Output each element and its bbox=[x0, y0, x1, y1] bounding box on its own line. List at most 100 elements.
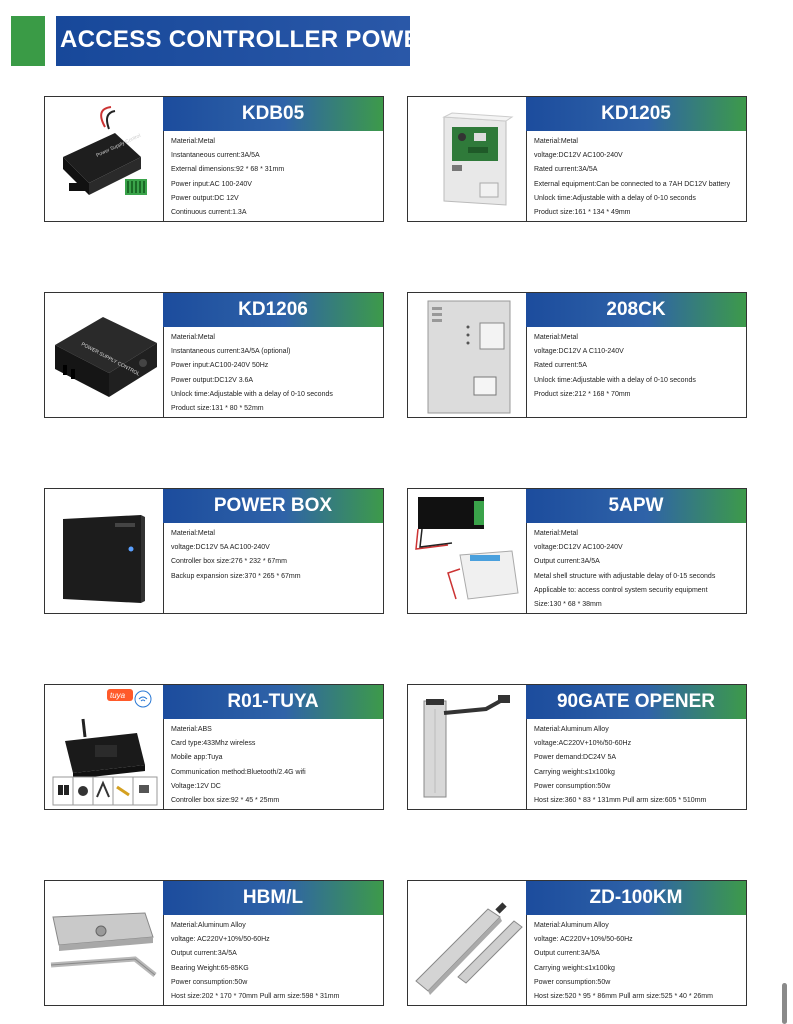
product-title: 208CK bbox=[526, 293, 746, 327]
spec-item: Communication method:Bluetooth/2.4G wifi bbox=[171, 768, 306, 776]
product-image-r01-tuya: tuya bbox=[45, 685, 164, 809]
spec-item: External dimensions:92 * 68 * 31mm bbox=[171, 166, 285, 174]
product-card-r01-tuya: tuya R01-TUYA Material:ABS Card t bbox=[44, 684, 384, 810]
spec-item: Material:Aluminum Alloy bbox=[534, 726, 609, 733]
spec-item: Unlock time:Adjustable with a delay of 0… bbox=[171, 390, 333, 398]
wifi-icon bbox=[134, 690, 152, 708]
spec-item: Applicable to: access control system sec… bbox=[534, 586, 708, 594]
spec-list: Material:Aluminum Alloy voltage:AC220V+1… bbox=[534, 723, 744, 808]
spec-item: Product size:131 * 80 * 52mm bbox=[171, 404, 264, 412]
product-image-kd1205 bbox=[408, 97, 527, 221]
spec-item: Mobile app:Tuya bbox=[171, 754, 223, 762]
spec-item: Output current:3A/5A bbox=[171, 950, 237, 958]
spec-item: Power consumption:50w bbox=[534, 782, 611, 790]
product-title: R01-TUYA bbox=[163, 685, 383, 719]
spec-item: Product size:161 * 134 * 49mm bbox=[534, 208, 631, 216]
spec-item: voltage:DC12V AC100-240V bbox=[534, 152, 623, 160]
page-title: ACCESS CONTROLLER POWER bbox=[60, 26, 438, 53]
spec-item: Controller box size:92 * 45 * 25mm bbox=[171, 796, 280, 804]
product-image-90gate-opener bbox=[408, 685, 527, 809]
spec-item: Material:Metal bbox=[171, 530, 215, 537]
spec-item: Host size:520 * 95 * 86mm Pull arm size:… bbox=[534, 992, 713, 1000]
spec-list: Material:Metal voltage:DC12V A C110-240V… bbox=[534, 331, 744, 402]
product-image-hbm-l bbox=[45, 881, 164, 1005]
spec-list: Material:ABS Card type:433Mhz wireless M… bbox=[171, 723, 381, 808]
product-card-hbm-l: HBM/L Material:Aluminum Alloy voltage: A… bbox=[44, 880, 384, 1006]
spec-item: voltage:DC12V 5A AC100-240V bbox=[171, 544, 270, 552]
product-image-power-box bbox=[45, 489, 164, 613]
spec-item: Material:Metal bbox=[534, 334, 578, 341]
product-image-kdb05: Power Supply Control bbox=[45, 97, 164, 221]
product-image-kd1206: POWER SUPPLY CONTROL bbox=[45, 293, 164, 417]
spec-list: Material:Metal Instantaneous current:3A/… bbox=[171, 331, 381, 416]
scrollbar[interactable] bbox=[782, 983, 787, 1024]
spec-item: Carrying weight:≤1x100kg bbox=[534, 964, 615, 972]
spec-list: Material:Metal Instantaneous current:3A/… bbox=[171, 135, 381, 220]
spec-item: Metal shell structure with adjustable de… bbox=[534, 572, 716, 580]
product-card-5apw: 5APW Material:Metal voltage:DC12V AC100-… bbox=[407, 488, 747, 614]
product-title: 5APW bbox=[526, 489, 746, 523]
spec-item: Unlock time:Adjustable with a delay of 0… bbox=[534, 376, 696, 384]
tuya-logo-text: tuya bbox=[110, 691, 126, 700]
spec-item: voltage: AC220V+10%/50-60Hz bbox=[534, 936, 633, 944]
spec-item: Power output:DC12V 3.6A bbox=[171, 376, 254, 384]
spec-item: Voltage:12V DC bbox=[171, 782, 221, 790]
product-image-5apw bbox=[408, 489, 527, 613]
product-title: KDB05 bbox=[163, 97, 383, 131]
spec-list: Material:Aluminum Alloy voltage: AC220V+… bbox=[171, 919, 381, 1004]
spec-item: voltage: AC220V+10%/50-60Hz bbox=[171, 936, 270, 944]
spec-item: Carrying weight:≤1x100kg bbox=[534, 768, 615, 776]
spec-item: Continuous current:1.3A bbox=[171, 208, 247, 216]
spec-item: Product size:212 * 168 * 70mm bbox=[534, 390, 631, 398]
product-card-zd-100km: ZD-100KM Material:Aluminum Alloy voltage… bbox=[407, 880, 747, 1006]
spec-item: Material:Aluminum Alloy bbox=[534, 922, 609, 929]
spec-item: Output current:3A/5A bbox=[534, 950, 600, 958]
product-title: HBM/L bbox=[163, 881, 383, 915]
spec-item: Size:130 * 68 * 38mm bbox=[534, 600, 602, 608]
product-card-power-box: POWER BOX Material:Metal voltage:DC12V 5… bbox=[44, 488, 384, 614]
spec-item: Instantaneous current:3A/5A bbox=[171, 152, 260, 160]
product-card-kd1206: POWER SUPPLY CONTROL KD1206 Material:Met… bbox=[44, 292, 384, 418]
spec-item: Power consumption:50w bbox=[171, 978, 248, 986]
product-title: POWER BOX bbox=[163, 489, 383, 523]
spec-item: Card type:433Mhz wireless bbox=[171, 740, 256, 748]
spec-item: Material:Aluminum Alloy bbox=[171, 922, 246, 929]
spec-item: Rated current:3A/5A bbox=[534, 166, 598, 174]
product-title: 90GATE OPENER bbox=[526, 685, 746, 719]
spec-item: voltage:AC220V+10%/50-60Hz bbox=[534, 740, 632, 748]
product-image-zd-100km bbox=[408, 881, 527, 1005]
spec-item: Backup expansion size:370 * 265 * 67mm bbox=[171, 572, 301, 580]
spec-item: Material:Metal bbox=[171, 138, 215, 145]
header-green-block bbox=[11, 16, 45, 66]
product-title: KD1206 bbox=[163, 293, 383, 327]
product-card-kd1205: KD1205 Material:Metal voltage:DC12V AC10… bbox=[407, 96, 747, 222]
product-image-208ck bbox=[408, 293, 527, 417]
spec-list: Material:Metal voltage:DC12V AC100-240V … bbox=[534, 527, 744, 612]
spec-item: Material:Metal bbox=[171, 334, 215, 341]
product-card-90gate-opener: 90GATE OPENER Material:Aluminum Alloy vo… bbox=[407, 684, 747, 810]
spec-item: Host size:202 * 170 * 70mm Pull arm size… bbox=[171, 992, 340, 1000]
spec-list: Material:Metal voltage:DC12V AC100-240V … bbox=[534, 135, 744, 220]
spec-item: Instantaneous current:3A/5A (optional) bbox=[171, 348, 291, 356]
spec-item: Power consumption:50w bbox=[534, 978, 611, 986]
spec-item: Material:ABS bbox=[171, 726, 212, 733]
spec-item: Host size:360 * 83 * 131mm Pull arm size… bbox=[534, 796, 707, 804]
product-card-208ck: 208CK Material:Metal voltage:DC12V A C11… bbox=[407, 292, 747, 418]
tuya-logo bbox=[107, 689, 133, 701]
product-title: ZD-100KM bbox=[526, 881, 746, 915]
spec-item: Output current:3A/5A bbox=[534, 558, 600, 566]
spec-list: Material:Aluminum Alloy voltage: AC220V+… bbox=[534, 919, 744, 1004]
header-bar bbox=[56, 16, 410, 66]
product-card-kdb05: Power Supply Control KDB05 Material:Meta… bbox=[44, 96, 384, 222]
spec-item: voltage:DC12V AC100-240V bbox=[534, 544, 623, 552]
spec-item: Power input:AC100-240V 50Hz bbox=[171, 362, 269, 370]
spec-item: Material:Metal bbox=[534, 530, 578, 537]
spec-item: Power input:AC 100-240V bbox=[171, 180, 252, 188]
spec-item: voltage:DC12V A C110-240V bbox=[534, 348, 624, 356]
spec-item: External equipment:Can be connected to a… bbox=[534, 180, 731, 188]
product-title: KD1205 bbox=[526, 97, 746, 131]
spec-item: Rated current:5A bbox=[534, 362, 587, 370]
spec-item: Material:Metal bbox=[534, 138, 578, 145]
spec-item: Power demand:DC24V 5A bbox=[534, 754, 617, 762]
spec-item: Power output:DC 12V bbox=[171, 194, 239, 202]
